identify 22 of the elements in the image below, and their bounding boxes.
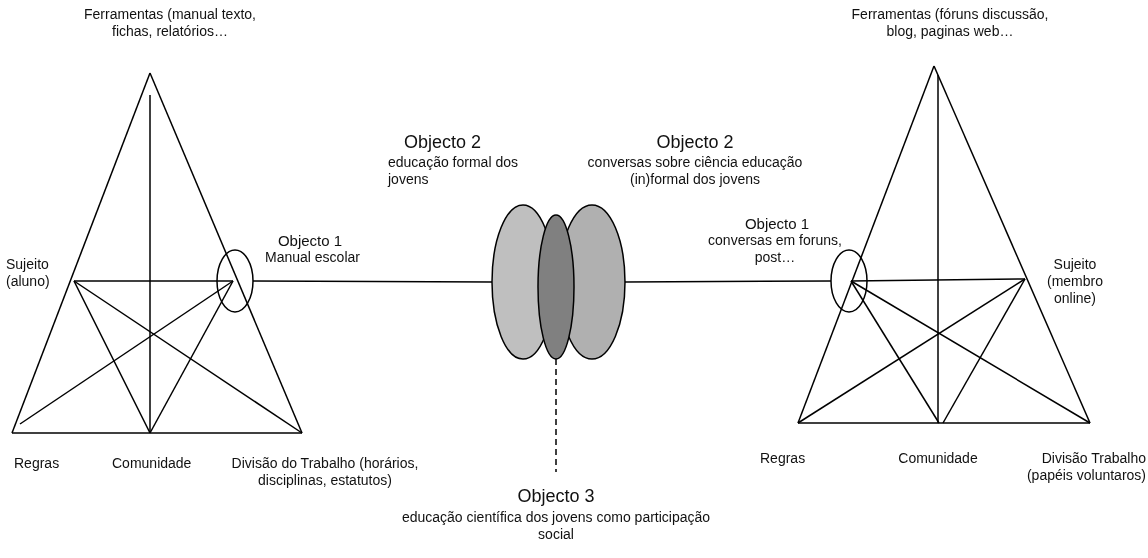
vertex-label: Regras: [760, 450, 807, 467]
node-heading: Objecto 1: [743, 214, 811, 234]
node-heading: Objecto 2: [655, 132, 735, 153]
vertex-label: Comunidade: [112, 455, 193, 472]
node-text: educação formal dos jovens: [388, 154, 518, 188]
node-heading: Objecto 1: [276, 231, 344, 251]
vertex-label: Divisão do Trabalho (horários, disciplinas, estatutos): [230, 455, 420, 489]
node-text: Manual escolar: [264, 249, 361, 266]
vertex-label: Ferramentas (fóruns discussão, blog, paginas web…: [850, 6, 1050, 40]
node-text: conversas sobre ciência educação (in)formal dos jovens: [586, 154, 804, 188]
node-heading: Objecto 2: [404, 132, 483, 153]
node-text: conversas em foruns, post…: [707, 232, 843, 266]
vertex-label: Ferramentas (manual texto, fichas, relatórios…: [83, 6, 257, 40]
vertex-label: Divisão Trabalho (papéis voluntaros): [1025, 450, 1146, 484]
vertex-label: Comunidade: [897, 450, 979, 467]
connector-line: [555, 358, 557, 473]
node-heading: Objecto 3: [516, 486, 596, 507]
vertex-label: Sujeito (membro online): [1046, 256, 1104, 307]
node-text: educação científica dos jovens como participação social: [400, 509, 712, 543]
connector-line: [252, 280, 493, 283]
vertex-label: Regras: [14, 455, 61, 472]
vertex-label: Sujeito (aluno): [6, 256, 51, 290]
